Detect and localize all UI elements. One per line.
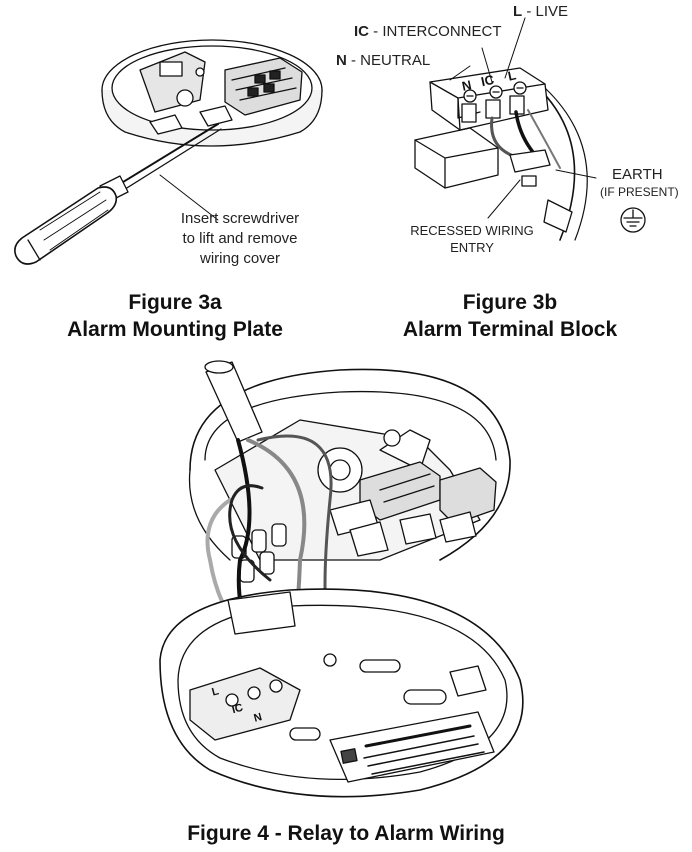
figure-3b-title: Alarm Terminal Block	[402, 318, 618, 341]
neutral-code: N	[336, 52, 347, 69]
figure-4-caption: Figure 4 - Relay to Alarm Wiring	[187, 822, 505, 845]
interconnect-code: IC	[354, 23, 369, 40]
warning-label-drawing	[329, 711, 495, 783]
live-code: L	[513, 3, 523, 20]
figure-3a-caption: Figure 3a Alarm Mounting Plate	[40, 289, 310, 343]
neutral-text: - NEUTRAL	[346, 52, 431, 69]
figure-4-relay-wiring-drawing	[159, 360, 524, 798]
earth-ground-icon	[620, 207, 646, 233]
interconnect-text: - INTERCONNECT	[369, 23, 502, 40]
live-label: L - LIVE	[513, 3, 568, 20]
neutral-label: N - NEUTRAL	[336, 52, 430, 69]
figure-3a-mounting-plate-drawing	[101, 39, 323, 147]
screwdriver-instruction: Insert screwdriver to lift and remove wi…	[150, 209, 330, 269]
screwdriver-drawing	[14, 123, 222, 265]
earth-sublabel: (IF PRESENT)	[600, 185, 679, 199]
screwdriver-instruction-line1: Insert screwdriver	[180, 210, 300, 227]
earth-label: EARTH	[612, 166, 663, 183]
figure-3b-number: Figure 3b	[462, 291, 558, 314]
figure-3b-caption: Figure 3b Alarm Terminal Block	[380, 289, 640, 343]
live-text: - LIVE	[522, 3, 569, 20]
screwdriver-instruction-line2: to lift and remove	[182, 230, 298, 247]
recessed-wiring-label: RECESSED WIRING ENTRY	[402, 222, 542, 256]
recessed-wiring-line1: RECESSED WIRING	[410, 223, 534, 238]
interconnect-label: IC - INTERCONNECT	[354, 23, 502, 40]
figure-3a-number: Figure 3a	[128, 291, 222, 314]
terminal-letter-ic: IC	[479, 71, 496, 90]
figure-3b-terminal-block-drawing	[414, 17, 646, 241]
screwdriver-instruction-line3: wiring cover	[199, 250, 281, 267]
recessed-wiring-line2: ENTRY	[450, 240, 494, 255]
figure-3a-title: Alarm Mounting Plate	[67, 318, 283, 341]
